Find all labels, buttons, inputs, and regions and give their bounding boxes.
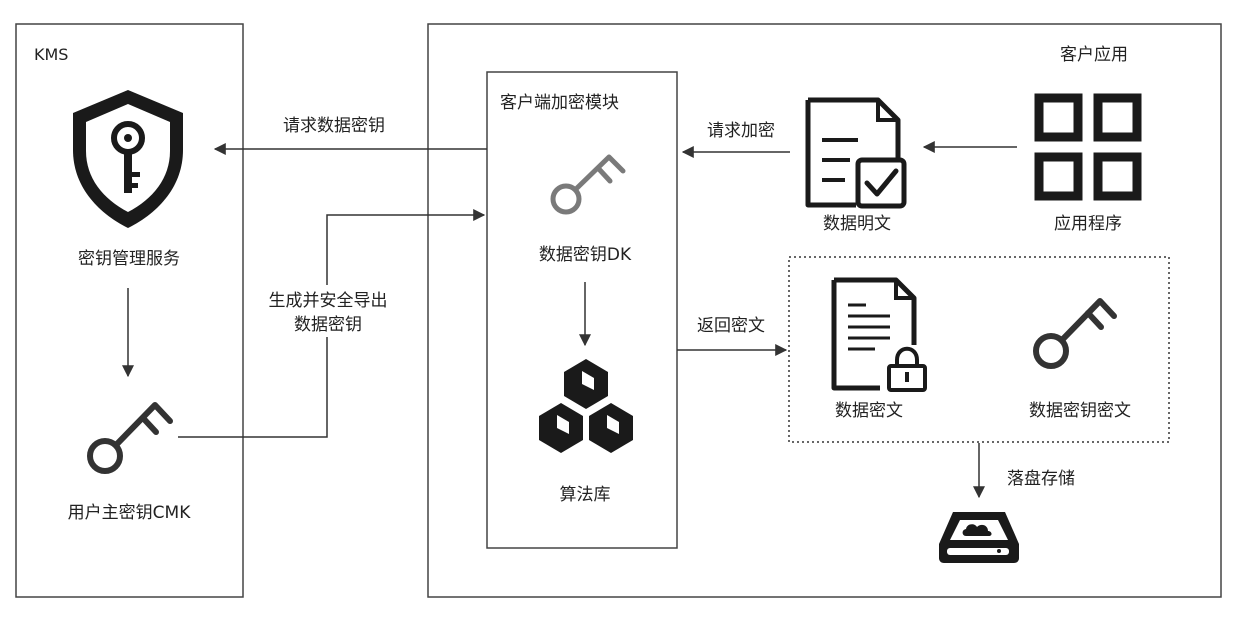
cmk-label: 用户主密钥CMK [68,503,192,523]
store-label: 落盘存储 [1007,469,1075,489]
return-ciphertext-label: 返回密文 [697,316,765,336]
request-encrypt-label: 请求加密 [707,121,775,141]
ciphertext-label: 数据密文 [835,401,903,421]
dk-ciphertext-label: 数据密钥密文 [1029,401,1131,421]
app-label: 应用程序 [1054,214,1122,234]
cmk-key-icon [87,402,173,474]
kms-title: KMS [34,45,68,64]
client-encryption-module [486,71,678,549]
generate-label-bg [250,285,406,337]
shield-key-icon [73,90,183,228]
app-grid-icon [1034,93,1142,201]
client-app-title: 客户应用 [1060,45,1128,65]
generate-label-line2: 数据密钥 [294,315,362,335]
module-title: 客户端加密模块 [500,93,619,113]
locked-document-icon [831,277,927,392]
dk-label: 数据密钥DK [539,245,632,265]
generate-label-line1: 生成并安全导出 [269,291,388,311]
cubes-icon [539,359,633,453]
algo-label: 算法库 [560,485,611,505]
encrypted-dk-key-icon [1033,298,1117,369]
plaintext-label: 数据明文 [823,214,891,234]
request-dk-label: 请求数据密钥 [283,116,385,136]
data-key-icon [550,154,626,215]
cloud-disk-icon [939,512,1019,563]
service-label: 密钥管理服务 [78,249,180,269]
plaintext-document-icon [805,97,907,209]
ciphertext-group [788,256,1170,443]
